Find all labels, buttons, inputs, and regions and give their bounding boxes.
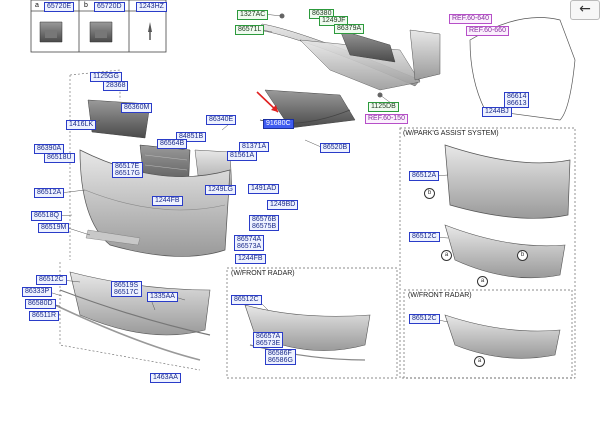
part-86360M[interactable]: 86360M [121, 103, 153, 113]
marker-b: b [517, 250, 528, 261]
section-front-radar-1: (W/FRONT RADAR) [231, 270, 295, 277]
section-parking-assist: (W/PARK'G ASSIST SYSTEM) [403, 130, 499, 137]
part-1327AC[interactable]: 1327AC [237, 10, 269, 20]
part-86518Q[interactable]: 86518Q [31, 211, 62, 221]
part-1244BJ[interactable]: 1244BJ [482, 107, 512, 117]
part-65720D[interactable]: 65720D [94, 2, 125, 12]
part-1249JF[interactable]: 1249JF [319, 16, 349, 26]
variant-b-letter: b [84, 2, 88, 9]
ref-60-640[interactable]: REF.60-640 [449, 14, 492, 24]
part-1243HZ[interactable]: 1243HZ [136, 2, 167, 12]
ref-60-660[interactable]: REF.60-660 [466, 26, 509, 36]
back-button[interactable]: ← [570, 0, 600, 20]
part-86333P[interactable]: 86333P [22, 287, 53, 297]
part-1244FB-2[interactable]: 1244FB [235, 254, 266, 264]
part-1491AD[interactable]: 1491AD [248, 184, 280, 194]
part-86512A[interactable]: 86512A [34, 188, 65, 198]
part-86517C-text: 86517C [114, 289, 139, 296]
part-86518U[interactable]: 86518U [44, 153, 75, 163]
part-1244FB[interactable]: 1244FB [152, 196, 183, 206]
part-86520B[interactable]: 86520B [320, 143, 351, 153]
part-81561A[interactable]: 81561A [227, 151, 258, 161]
variant-a-letter: a [35, 2, 39, 9]
part-86613-text: 86613 [507, 100, 527, 107]
arrow-left-icon: ← [579, 1, 591, 17]
part-86519S-text: 86519S [114, 282, 139, 289]
part-86512C[interactable]: 86512C [36, 275, 67, 285]
part-86517G-text: 86517G [115, 170, 140, 177]
part-86512C-radar[interactable]: 86512C [231, 295, 262, 305]
part-86573E-text: 86573E [256, 340, 281, 347]
marker-a: a [441, 250, 452, 261]
marker-a: a [474, 356, 485, 367]
part-28368[interactable]: 28368 [103, 81, 129, 91]
part-86512C-radar-2[interactable]: 86512C [409, 314, 440, 324]
part-86573A-text: 86573A [237, 243, 262, 250]
part-86575B-text: 86575B [252, 223, 277, 230]
ref-60-150[interactable]: REF.60-150 [365, 114, 408, 124]
part-86586F-text: 86586F [268, 350, 292, 357]
part-86580D[interactable]: 86580D [25, 299, 56, 309]
part-86340E[interactable]: 86340E [206, 115, 237, 125]
part-86574A-text: 86574A [237, 236, 262, 243]
part-65720E[interactable]: 65720E [44, 2, 75, 12]
part-1125DB[interactable]: 1125DB [368, 102, 399, 112]
part-1249BD[interactable]: 1249BD [267, 200, 299, 210]
part-1335AA[interactable]: 1335AA [147, 292, 178, 302]
part-86512C-parking[interactable]: 86512C [409, 232, 440, 242]
part-86379A[interactable]: 86379A [334, 24, 365, 34]
part-86614-text: 86614 [507, 93, 527, 100]
part-86657A-text: 86657A [256, 333, 281, 340]
part-91680C-highlighted[interactable]: 91680C [263, 119, 294, 129]
section-front-radar-2: (W/FRONT RADAR) [408, 292, 472, 299]
part-86512A-parking[interactable]: 86512A [409, 171, 440, 181]
part-86511R[interactable]: 86511R [29, 311, 60, 321]
part-86564B[interactable]: 86564B [157, 139, 188, 149]
upper-structure [257, 13, 576, 129]
marker-a: a [477, 276, 488, 287]
part-86586G-text: 86586G [268, 357, 293, 364]
part-86576B-text: 86576B [252, 216, 277, 223]
part-86571L[interactable]: 86571L [235, 25, 265, 35]
part-1416LK[interactable]: 1416LK [66, 120, 97, 130]
part-1463AA[interactable]: 1463AA [150, 373, 181, 383]
part-84851B[interactable]: 84851B [176, 132, 207, 142]
part-86517E-text: 86517E [115, 163, 140, 170]
part-86519M[interactable]: 86519M [38, 223, 70, 233]
part-1249LG[interactable]: 1249LG [205, 185, 236, 195]
marker-b: b [424, 188, 435, 199]
